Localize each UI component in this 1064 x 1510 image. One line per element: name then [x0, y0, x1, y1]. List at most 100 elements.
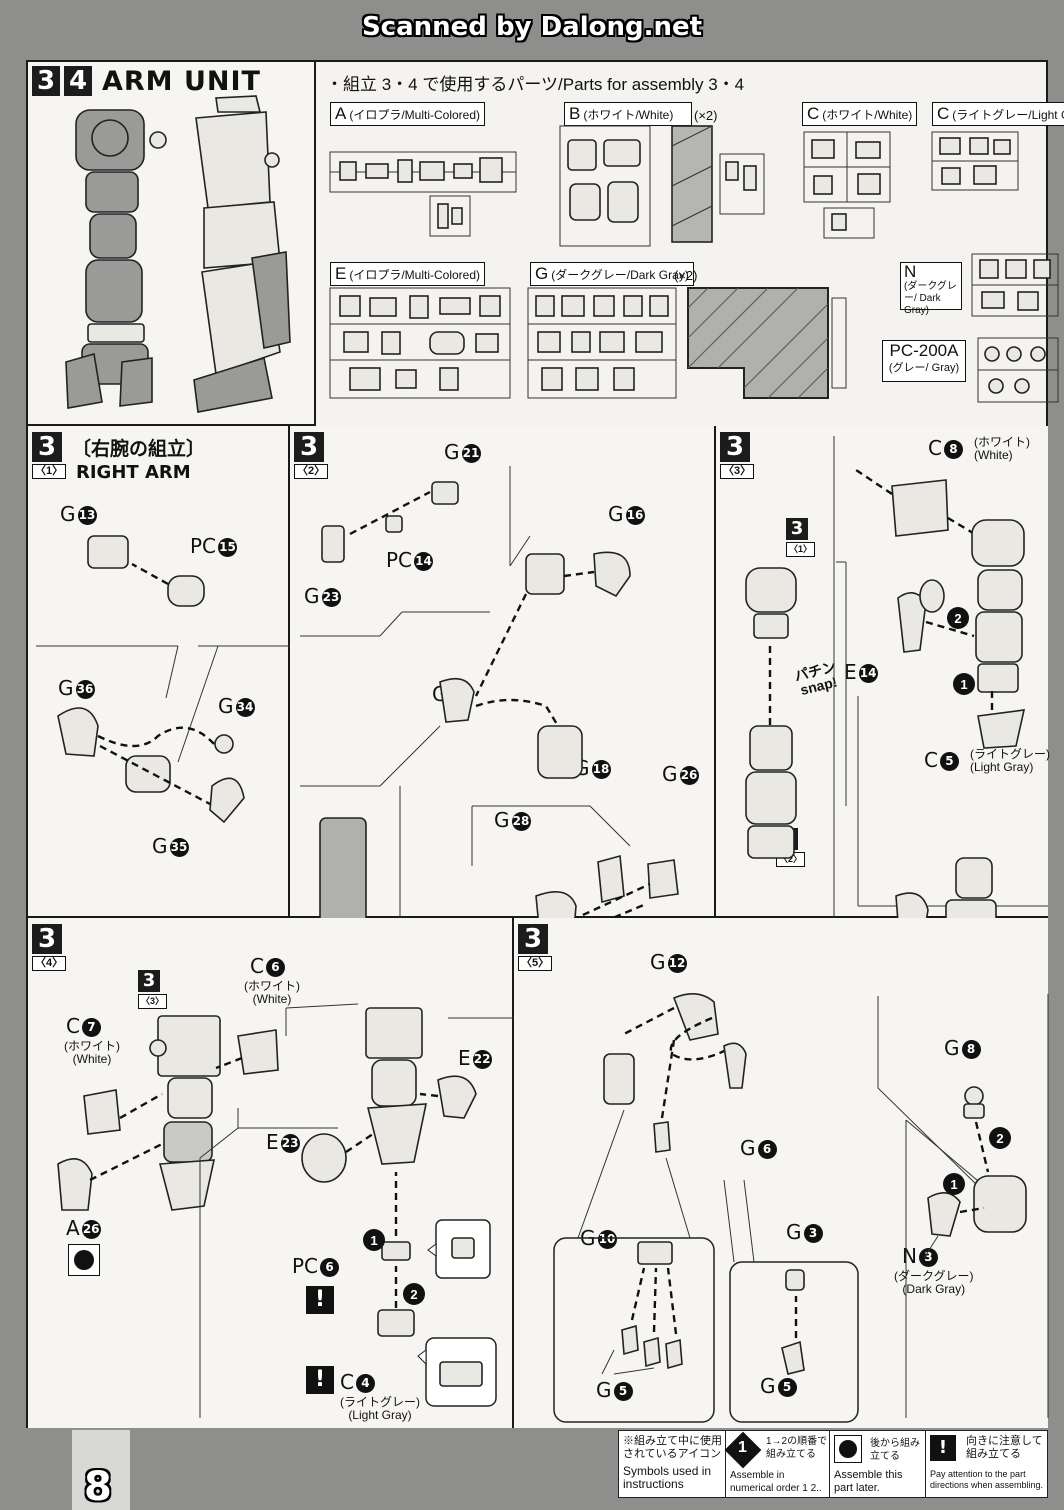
step-substep: 〈5〉	[518, 956, 553, 971]
ref-sub-3-1: 〈1〉	[786, 542, 816, 557]
part-note-c6: (ホワイト)(White)	[244, 979, 300, 1006]
inner-frame-arm	[65, 109, 167, 409]
page-number: 8	[84, 1464, 112, 1510]
runner-pc200a-sprue	[977, 337, 1059, 403]
step-badge-4: 4	[64, 66, 92, 96]
runner-label-a: A(イロプラ/Multi-Colored)	[330, 102, 486, 126]
step-title-jp: 〔右腕の組立〕	[72, 439, 206, 460]
svg-text:1: 1	[950, 1177, 957, 1192]
arm-unit-illustration	[65, 95, 291, 413]
step-number: 3	[720, 432, 750, 462]
step-substep: 〈1〉	[32, 464, 67, 479]
svg-text:1: 1	[960, 677, 967, 692]
step-title-en: RIGHT ARM	[76, 462, 191, 483]
parts-heading: ・組立 3・4 で使用するパーツ/Parts for assembly 3・4	[326, 75, 745, 94]
runner-b-count: (×2)	[694, 108, 718, 123]
page-number-bar	[72, 1430, 130, 1510]
step-substep: 〈4〉	[32, 956, 67, 971]
runner-a-sprue	[329, 151, 517, 237]
attention-icon: !	[930, 1435, 956, 1461]
part-note-c4: (ライトグレー)(Light Gray)	[340, 1395, 420, 1422]
runner-c-white-sprue	[803, 131, 891, 239]
step-3-3-panel: 3 〈3〉 3 〈1〉 3 〈2〉 パチン snap! C8 (ホワイト)(Wh…	[716, 426, 1050, 955]
runner-label-c-lightgray: C(ライトグレー/Light Gray)	[932, 102, 1064, 126]
runner-e-sprue	[329, 287, 511, 399]
step-number: 3	[294, 432, 324, 462]
runner-label-e: E(イロプラ/Multi-Colored)	[330, 262, 486, 286]
step-substep: 〈3〉	[720, 464, 755, 479]
ref-badge-3-3: 3	[138, 970, 160, 992]
assemble-later-icon	[68, 1244, 100, 1276]
scan-watermark: Scanned by Dalong.net	[361, 12, 703, 42]
runner-g-count: (×2)	[674, 268, 698, 283]
step-number: 3	[518, 924, 548, 954]
step-number: 3	[32, 924, 62, 954]
runner-g-sprue	[527, 287, 847, 399]
part-note-c7: (ホワイト)(White)	[64, 1039, 120, 1066]
step-number: 3	[32, 432, 62, 462]
step-3-4-diagram: 1 2	[57, 1003, 514, 1418]
step-badge-3: 3	[32, 66, 60, 96]
section-title: ARM UNIT	[102, 66, 261, 97]
instruction-sheet: 3 4 ARM UNIT	[26, 60, 1064, 1428]
symbols-legend: ※組み立て中に使用されているアイコン Symbols used in instr…	[618, 1430, 1048, 1498]
part-note-n3: (ダークグレー)(Dark Gray)	[894, 1269, 974, 1296]
svg-text:2: 2	[996, 1131, 1003, 1146]
legend-later: 後から組み立てる Assemble this part later.	[829, 1431, 926, 1497]
step-3-3-diagram: 2 1 2	[745, 436, 1048, 955]
ref-badge-3-1: 3	[786, 518, 808, 540]
step-3-2-diagram	[300, 466, 679, 959]
assemble-later-icon	[834, 1435, 862, 1463]
runner-label-g: G(ダークグレー/Dark Gray)	[530, 262, 694, 286]
runner-label-b: B(ホワイト/White)	[564, 102, 692, 126]
runner-b-sprue	[559, 125, 765, 247]
legend-attention: ! 向きに注意して組み立てる Pay attention to the part…	[925, 1431, 1048, 1497]
legend-title: ※組み立て中に使用されているアイコン Symbols used in instr…	[623, 1435, 722, 1491]
armored-arm	[193, 95, 291, 413]
runner-c-lightgray-sprue	[931, 131, 1019, 191]
step-3-1-diagram	[36, 535, 290, 824]
part-note-c5: (ライトグレー)(Light Gray)	[970, 747, 1050, 774]
svg-text:2: 2	[410, 1287, 417, 1302]
runner-label-n: N (ダークグレー/ Dark Gray)	[900, 262, 962, 316]
step-substep: 〈2〉	[294, 464, 329, 479]
legend-order: 1 1→2の順番で組み立てる Assemble in numerical ord…	[724, 1431, 830, 1497]
svg-text:1: 1	[370, 1233, 377, 1248]
attention-icon: !	[306, 1286, 334, 1314]
part-note-c8: (ホワイト)(White)	[974, 435, 1030, 462]
runner-label-pc200a: PC-200A (グレー/ Gray)	[882, 340, 966, 382]
step-3-5-diagram: 2 1	[553, 993, 1049, 1423]
ref-sub-3-3: 〈3〉	[138, 994, 168, 1009]
attention-icon: !	[306, 1366, 334, 1394]
